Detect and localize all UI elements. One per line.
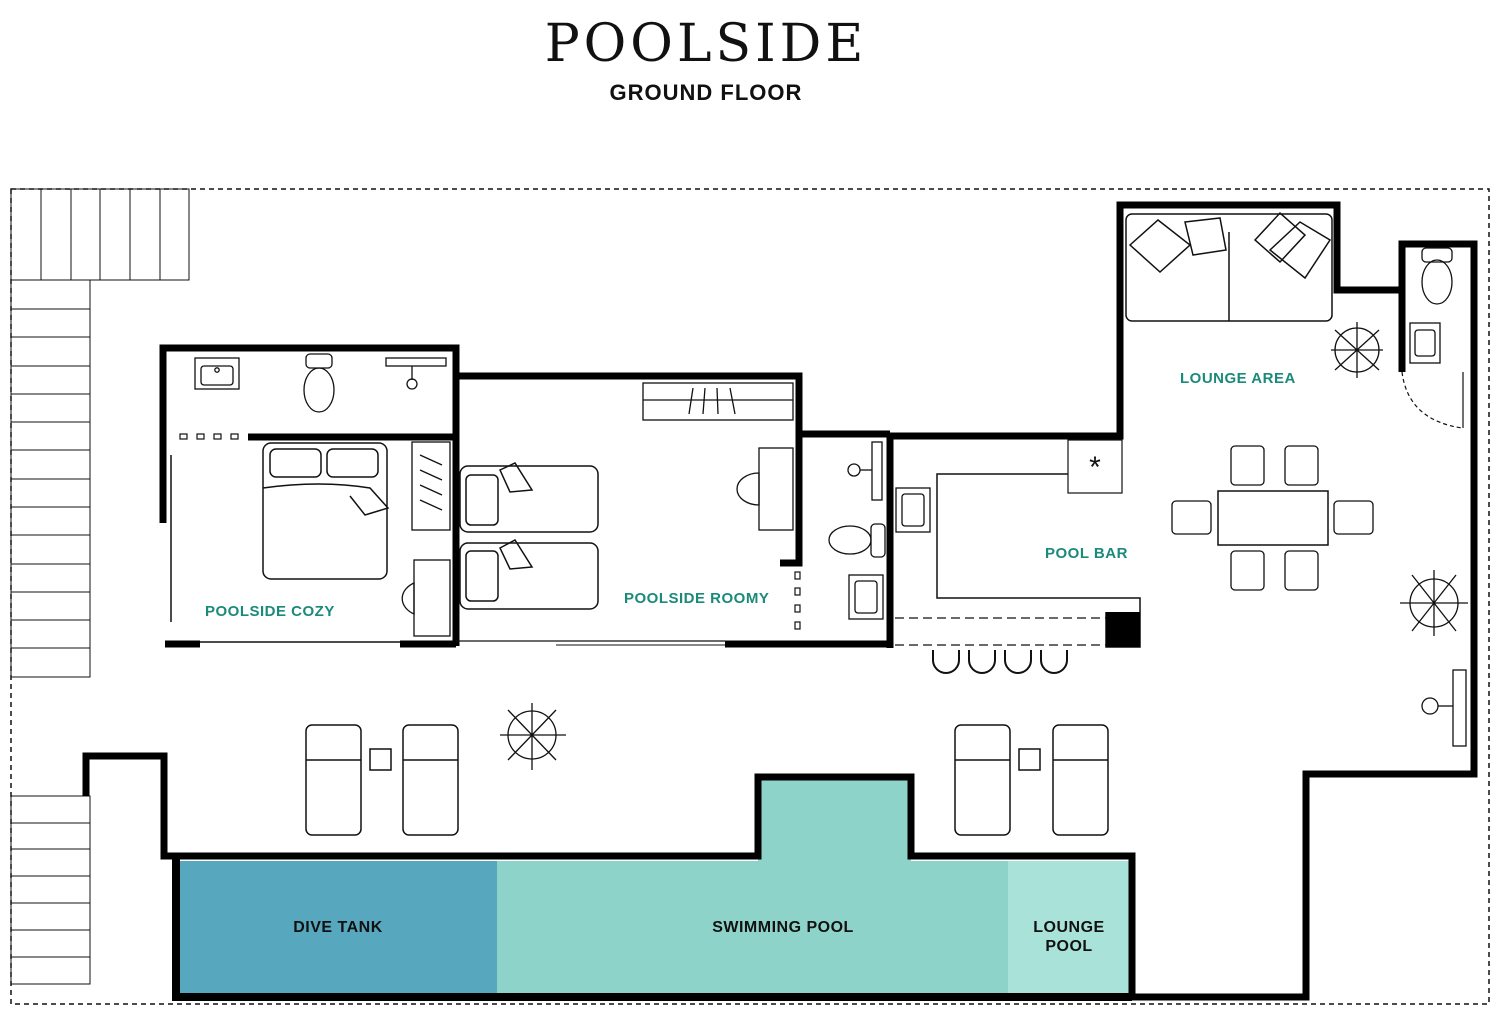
sun-loungers [305,724,1109,836]
cozy-sink [194,357,240,390]
roomy-desk [736,447,794,531]
cozy-ventilation [179,433,239,440]
bar-stools [932,650,1068,674]
roomy-bed-1 [459,462,599,533]
lounge-toilet [1421,247,1453,305]
pool-label-dive-tank: DIVE TANK [293,919,383,936]
roomy-walls [456,372,803,567]
pool-rim [172,856,1132,1001]
cozy-walls [159,344,460,646]
roomy-bed-2 [459,539,599,610]
roomy-wardrobe [642,382,794,421]
lounge-wall [886,201,1402,648]
lounge-sofa [1125,211,1333,322]
dining-chairs [1171,445,1374,591]
cozy-wardrobe [411,441,451,531]
pool-label-swimming-pool: SWIMMING POOL [712,919,854,936]
plant-lounge [1331,322,1383,378]
cozy-bed [262,442,390,580]
roomy-toilet [828,523,886,558]
pool-label-lounge-pool: LOUNGE POOL [1033,919,1105,955]
lounge-pool [1008,861,1131,993]
brand-title: POOLSIDE [544,14,868,74]
outdoor-shower [1421,669,1467,747]
roomy-ventilation [794,571,801,630]
roomy-shower [847,441,883,501]
cozy-desk [401,559,451,637]
bar-fridge [1067,439,1123,494]
pool-wall [82,240,1478,1001]
cozy-shower [385,357,447,390]
floor-subtitle: GROUND FLOOR [609,80,803,105]
bar-block [1106,612,1140,647]
stairs-left [10,279,91,678]
stairs-bottom-left [10,795,91,985]
swimming-pool [497,780,1008,993]
room-label-poolside-roomy: POOLSIDE ROOMY [624,590,770,607]
plant-terrace [500,703,566,770]
plant-bar [1400,570,1468,636]
dining-table [1217,490,1329,546]
asterisk-icon: * [1089,451,1101,484]
room-label-lounge-area: LOUNGE AREA [1180,370,1296,387]
room-label-poolside-cozy: POOLSIDE COZY [205,603,335,620]
cozy-toilet [303,353,335,413]
roomy-sink [848,574,884,620]
dive-tank [180,861,497,993]
lounge-door [1401,371,1464,429]
lounge-sink [1409,322,1441,364]
bar-sink [895,487,931,533]
stairs-top [10,188,190,281]
room-label-pool-bar: POOL BAR [1045,545,1128,562]
